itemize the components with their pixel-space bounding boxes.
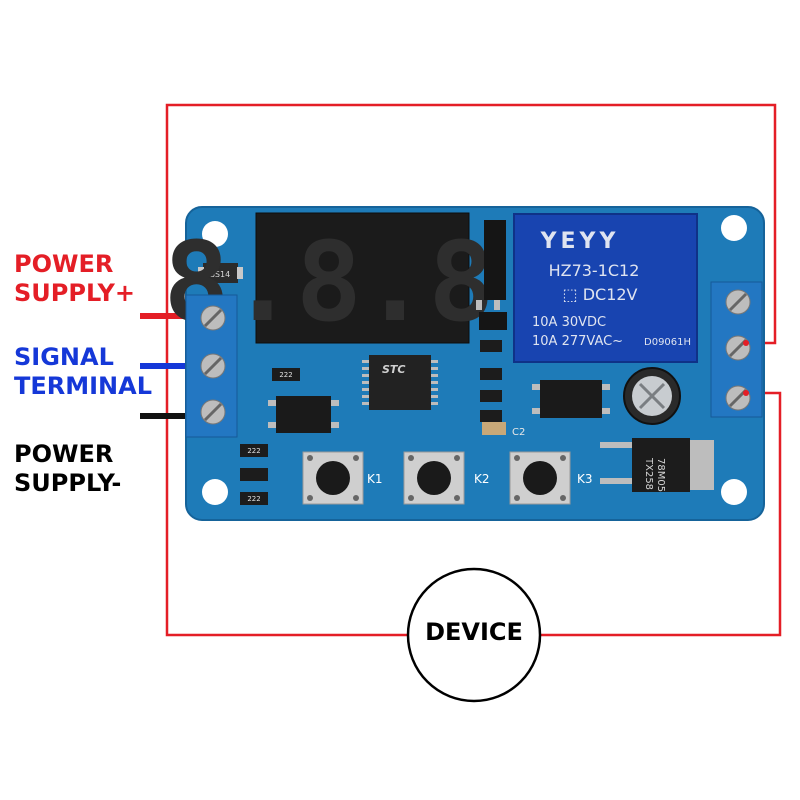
button-k2-label: K2 — [474, 472, 490, 486]
diode-label: SS14 — [210, 270, 230, 279]
relay-code: D09061H — [644, 337, 691, 348]
optocoupler-left — [268, 396, 339, 433]
signal-terminal-label: SIGNAL TERMINAL — [14, 343, 153, 400]
chip-label: STC — [382, 363, 406, 376]
diode-ss14 — [198, 263, 243, 283]
smd-capacitor — [482, 422, 506, 435]
output-tap-1 — [743, 340, 749, 346]
circuit-wire — [165, 103, 782, 637]
device-circle — [406, 567, 542, 703]
resistor-code-2: 222 — [247, 447, 260, 455]
regulator-label: 78M05 TX258 — [643, 457, 666, 495]
relay-rating-1: 10A 30VDC — [532, 315, 606, 330]
microcontroller-chip — [362, 355, 438, 410]
resistor-code-3: 222 — [247, 495, 260, 503]
button-k1-label: K1 — [367, 472, 383, 486]
power-supply-minus-label: POWER SUPPLY- — [14, 440, 122, 497]
seven-segment-display — [255, 212, 470, 344]
relay-markings: YEYY HZ73-1C12 ⬚ DC12V 10A 30VDC 10A 277… — [532, 229, 691, 349]
transistor — [476, 220, 507, 330]
regulator-line-1: 78M05 — [655, 458, 666, 492]
button-k3-label: K3 — [577, 472, 593, 486]
optocoupler-right — [532, 380, 610, 418]
button-k2[interactable] — [403, 451, 465, 505]
electrolytic-capacitor — [623, 367, 681, 425]
power-supply-plus-label: POWER SUPPLY+ — [14, 250, 135, 307]
relay-rating-2: 10A 277VAC~ — [532, 334, 623, 349]
device-label: DEVICE — [425, 618, 523, 646]
smd-resistors — [240, 340, 502, 505]
capacitor-label: C2 — [512, 427, 525, 438]
relay-model: HZ73-1C12 — [549, 261, 640, 280]
input-terminal-block — [185, 294, 238, 438]
resistor-code-1: 222 — [279, 371, 292, 379]
relay-coil: ⬚ DC12V — [563, 285, 638, 304]
relay — [513, 213, 698, 363]
button-k1[interactable] — [302, 451, 364, 505]
mounting-holes — [202, 215, 747, 505]
voltage-regulator — [600, 438, 714, 492]
relay-brand: YEYY — [540, 229, 620, 254]
regulator-line-2: TX258 — [643, 457, 654, 490]
button-k3[interactable] — [509, 451, 571, 505]
output-tap-2 — [743, 390, 749, 396]
output-terminal-block — [710, 281, 763, 418]
